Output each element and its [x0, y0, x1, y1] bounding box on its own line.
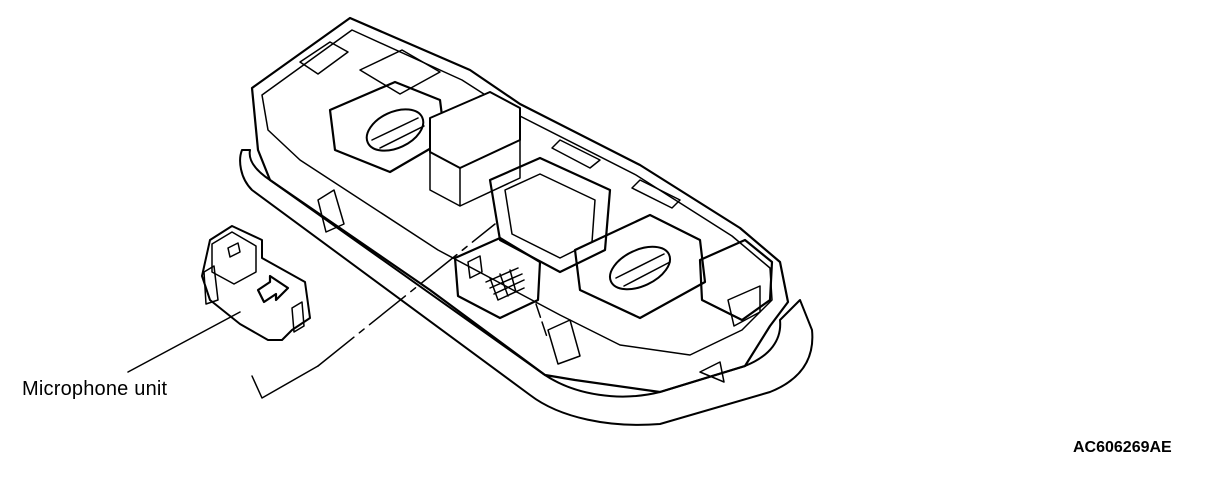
console-rib-2: [359, 49, 441, 95]
center-cavity-inner: [504, 173, 596, 259]
microphone-mount-pocket: [453, 236, 542, 320]
callout-leader-line: [127, 311, 241, 373]
right-lamp-frame: [573, 213, 707, 320]
microphone-clip-left: [203, 265, 219, 305]
front-tab-2: [547, 319, 581, 365]
left-lamp-bulb: [365, 108, 425, 152]
right-end-clip: [698, 238, 774, 322]
right-lamp-bulb: [609, 245, 671, 291]
overhead-console-housing: [239, 16, 814, 426]
center-cavity: [488, 156, 612, 274]
microphone-unit-label: Microphone unit: [22, 378, 168, 400]
console-body-outline: [250, 16, 790, 394]
right-end-clip-detail: [727, 285, 761, 327]
console-rib-1: [299, 41, 349, 75]
switch-block-edge: [429, 139, 521, 207]
console-outer-rim: [239, 149, 814, 426]
left-lamp-assembly: [328, 80, 447, 174]
microphone-connector: [211, 231, 257, 285]
console-inner-deck: [261, 29, 773, 356]
install-path-line-2: [535, 303, 549, 341]
mount-pocket-slot: [467, 255, 483, 279]
microphone-connector-pin: [227, 242, 241, 258]
switch-block-top: [429, 91, 521, 169]
front-tab-3: [699, 361, 725, 383]
figure-code: AC606269AE: [1073, 439, 1172, 456]
mount-pocket-outline: [453, 236, 542, 320]
console-rib-4: [551, 139, 601, 169]
install-path-bracket: [251, 365, 319, 399]
microphone-arrow-mark: [256, 274, 290, 304]
left-lamp-bulb-detail: [371, 117, 425, 149]
front-tab-1: [317, 189, 345, 233]
right-lamp-bulb-detail: [615, 253, 671, 287]
right-lamp-assembly: [573, 213, 707, 320]
microphone-clip-right: [291, 301, 305, 333]
center-switch-block: [429, 91, 521, 207]
console-rib-5: [631, 179, 681, 209]
mount-pocket-grille: [485, 267, 525, 301]
install-path-line: [317, 223, 496, 367]
microphone-unit-part: [201, 225, 311, 341]
